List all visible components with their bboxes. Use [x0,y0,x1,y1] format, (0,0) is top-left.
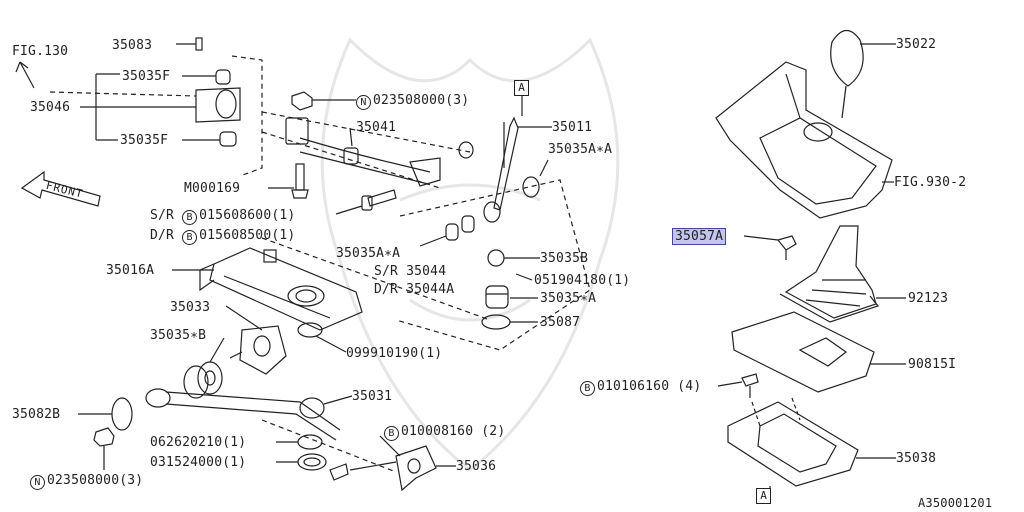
label-35031: 35031 [352,389,393,404]
nut-023508000-bottom [93,427,115,470]
screw-010106160 [717,373,759,398]
label-015608600-text: 015608600(1) [199,208,296,223]
screw-35057A [743,235,797,260]
console-fig930 [715,61,894,219]
label-35083: 35083 [112,38,153,53]
label-M000169: M000169 [184,181,241,196]
label-35057A-highlighted[interactable]: 35057A [672,228,727,245]
label-35016A: 35016A [106,263,155,278]
label-35035B: 35035B [540,251,589,266]
lever-35011 [483,84,552,223]
boot-92123 [779,225,906,323]
label-35082B: 35082B [12,407,61,422]
label-sr-35044: S/R 35044 [374,264,447,279]
circle-b-mark: B [580,381,595,396]
label-023508000-bottom-text: 023508000(3) [47,473,144,488]
bolt-015608600 [335,189,397,215]
watermark-emblem [320,37,620,472]
rod-35031 [145,388,353,441]
bracket-35036 [261,419,456,492]
dr-prefix: D/R [150,228,175,243]
clip-031524000 [276,453,327,471]
label-35033: 35033 [170,300,211,315]
front-arrow-icon [20,170,101,207]
clip-35082B [78,397,133,431]
label-35046: 35046 [30,100,71,115]
label-031524000: 031524000(1) [150,455,247,470]
ring-062620210 [276,434,323,450]
ring-35087 [481,314,538,330]
circle-n-mark: N [30,475,45,490]
label-35035F-bottom: 35035F [120,133,169,148]
bush-35035B [183,337,225,399]
label-35035AA-top: 35035A∗A [548,142,613,157]
label-35035B-star: 35035∗B [150,328,207,343]
rod-35041 [261,111,474,189]
label-fig930: FIG.930-2 [894,175,967,190]
label-015608500-text: 015608500(1) [199,228,296,243]
ring-099910190 [297,322,347,353]
label-35035F-top: 35035F [122,69,171,84]
label-35011: 35011 [552,120,593,135]
shift-knob-35022 [830,29,896,119]
label-dr-35044A: D/R 35044A [374,282,455,297]
label-35035AA-mid: 35035A∗A [336,246,401,261]
part-35046 [49,55,263,177]
circle-b-mark: B [182,230,198,245]
circle-b-mark: B [384,426,399,441]
frame-35038 [727,397,896,494]
label-35087: 35087 [540,315,581,330]
label-35038: 35038 [896,451,937,466]
pin-35083 [176,37,203,51]
figure-ref-130: FIG.130 [12,44,69,59]
plate-90815I [731,311,906,393]
circle-b-mark: B [182,210,198,225]
label-010106160-text: 010106160 (4) [597,379,702,394]
sr-prefix: S/R [150,208,175,223]
circle-n-mark: N [356,95,371,110]
label-023508000-top-text: 023508000(3) [373,93,470,108]
label-099910190: 099910190(1) [346,346,443,361]
part-35033 [225,305,287,375]
bolt-M000169 [268,163,309,199]
linkage-outline [395,179,591,351]
ref-box-a-bottom: A [756,488,771,504]
label-35036: 35036 [456,459,497,474]
bush-35035A [485,285,538,309]
label-062620210: 062620210(1) [150,435,247,450]
label-35022: 35022 [896,37,937,52]
bush-35035AA-mid [419,215,475,247]
nut-023508000-top [291,91,356,111]
label-051904180: 051904180(1) [534,273,631,288]
ball-35035B [487,249,540,281]
label-010008160-text: 010008160 (2) [401,424,506,439]
diagram-code: A350001201 [918,496,993,510]
label-35035A: 35035∗A [540,291,597,306]
housing-35016A [172,237,491,331]
label-92123: 92123 [908,291,949,306]
label-90815I: 90815I [908,357,957,372]
fig130-arrow [15,61,35,89]
ref-box-a-top: A [514,80,529,96]
label-35041: 35041 [356,120,397,135]
